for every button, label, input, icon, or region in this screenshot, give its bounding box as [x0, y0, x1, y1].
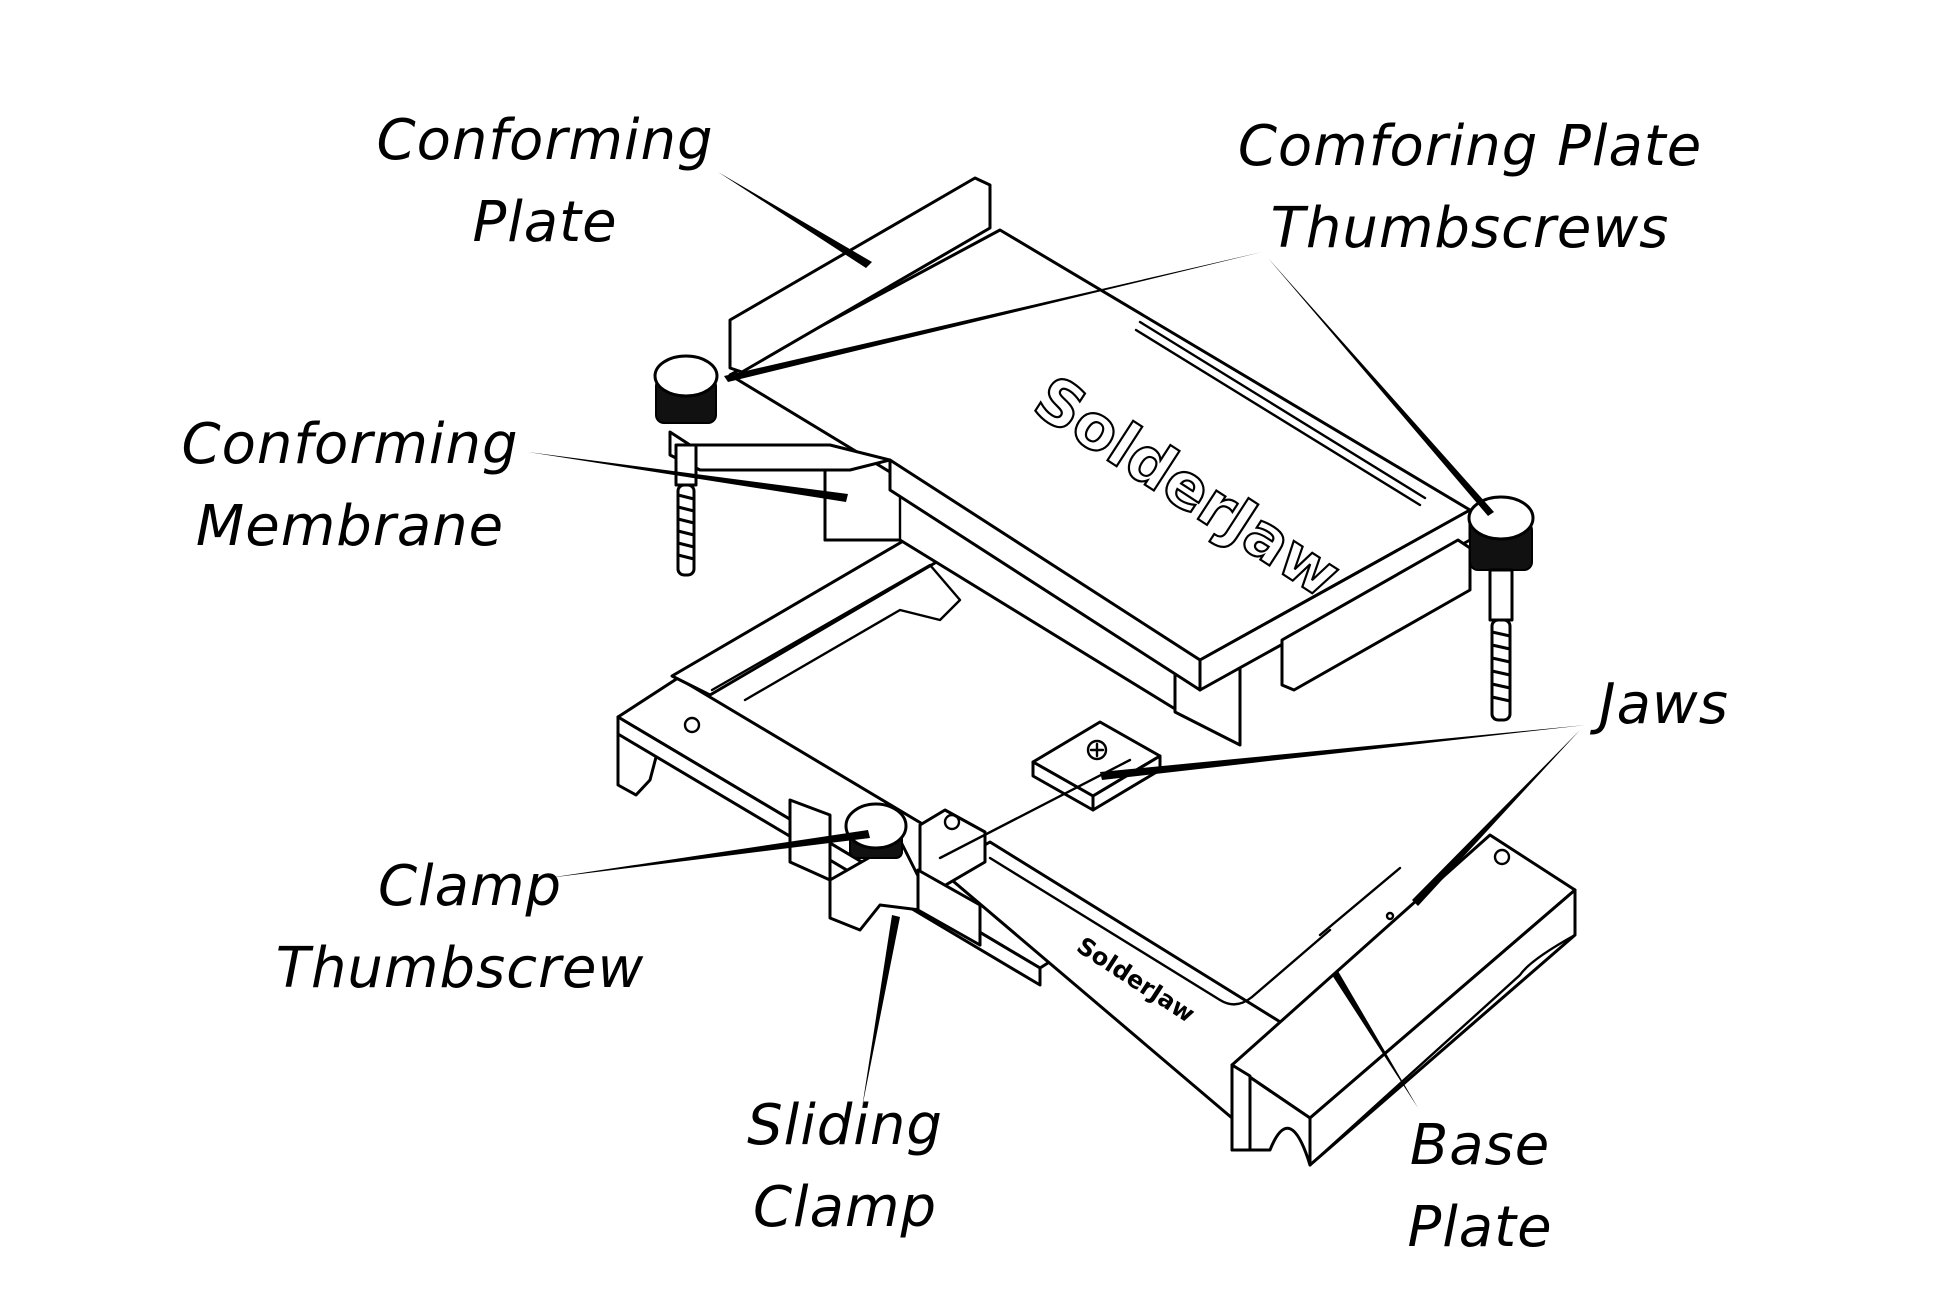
label-clamp-thumbscrew-line1: Clamp [377, 854, 563, 919]
label-sliding-clamp-line2: Clamp [752, 1175, 938, 1240]
membrane-frame-left [670, 538, 942, 697]
plate-thumbscrew-right-shank [1488, 568, 1514, 622]
label-conforming-plate-line1: Conforming [376, 108, 714, 173]
base-right-leg-side [1230, 1063, 1252, 1152]
label-conforming-plate-line2: Plate [472, 190, 618, 255]
clamp-thumbscrew [844, 802, 908, 859]
plate-groove [1138, 320, 1427, 500]
leader-conforming-membrane [528, 452, 848, 502]
label-clamp-thumbscrew: Clamp Thumbscrew [270, 846, 650, 1010]
plate-fin-right [1280, 538, 1472, 692]
label-clamp-thumbscrew-line2: Thumbscrew [275, 936, 645, 1001]
label-plate-thumbscrews: Comforing Plate Thumbscrews [1200, 106, 1740, 270]
sliding-clamp [788, 758, 1132, 947]
leader-thumbscrew-right [1268, 258, 1494, 516]
leader-base-plate [1332, 971, 1418, 1108]
label-plate-thumbscrews-line2: Thumbscrews [1270, 196, 1670, 261]
plate-groove-2 [1134, 328, 1422, 507]
leader-jaw-near [1412, 730, 1580, 906]
label-base-plate-line2: Plate [1407, 1195, 1553, 1260]
jaw-screw-slot [1089, 742, 1105, 758]
clamp-slide-rail [938, 758, 1132, 860]
plate-thumbscrew-left-cap [653, 354, 719, 398]
label-conforming-plate: Conforming Plate [370, 100, 720, 264]
jaw-screw-head [1086, 739, 1108, 761]
label-base-plate-line1: Base [1409, 1113, 1551, 1178]
plate-thumbscrew-right [1467, 495, 1535, 722]
base-hole-left [683, 716, 701, 734]
conforming-membrane [670, 453, 1242, 747]
leader-jaw-far [1100, 725, 1586, 780]
label-jaws: Jaws [1584, 664, 1744, 746]
base-inner-cutout [988, 856, 1332, 1006]
leader-sliding-clamp [862, 915, 900, 1108]
membrane-frame-inner [710, 563, 962, 702]
label-jaws-line1: Jaws [1599, 672, 1729, 737]
leader-thumbscrew-left [724, 252, 1262, 382]
clamp-jaw-tip [916, 868, 982, 947]
label-conforming-membrane-line2: Membrane [195, 494, 505, 559]
label-base-plate: Base Plate [1380, 1105, 1580, 1269]
base-right-leg-arch [1308, 933, 1577, 1167]
jaw-far [1031, 720, 1162, 812]
leader-clamp-thumbscrew [548, 830, 870, 878]
base-hole-small [1385, 911, 1395, 921]
label-sliding-clamp-line1: Sliding [747, 1093, 943, 1158]
leader-lines [528, 172, 1586, 1108]
base-jaw-ledge [1318, 866, 1402, 937]
label-sliding-clamp: Sliding Clamp [720, 1085, 970, 1249]
clamp-screw-head [943, 813, 961, 831]
label-plate-thumbscrews-line1: Comforing Plate [1237, 114, 1703, 179]
plate-fin-left [728, 176, 992, 374]
leader-conforming-plate [718, 172, 872, 268]
thread-marks-left [677, 493, 695, 561]
clamp-thumbscrew-cap [844, 802, 908, 850]
base-hole-right [1493, 848, 1511, 866]
label-conforming-membrane: Conforming Membrane [175, 404, 525, 568]
plate-thumbscrew-left-shank [674, 443, 698, 487]
label-conforming-membrane-line1: Conforming [181, 412, 519, 477]
thread-marks-right [1491, 630, 1511, 703]
